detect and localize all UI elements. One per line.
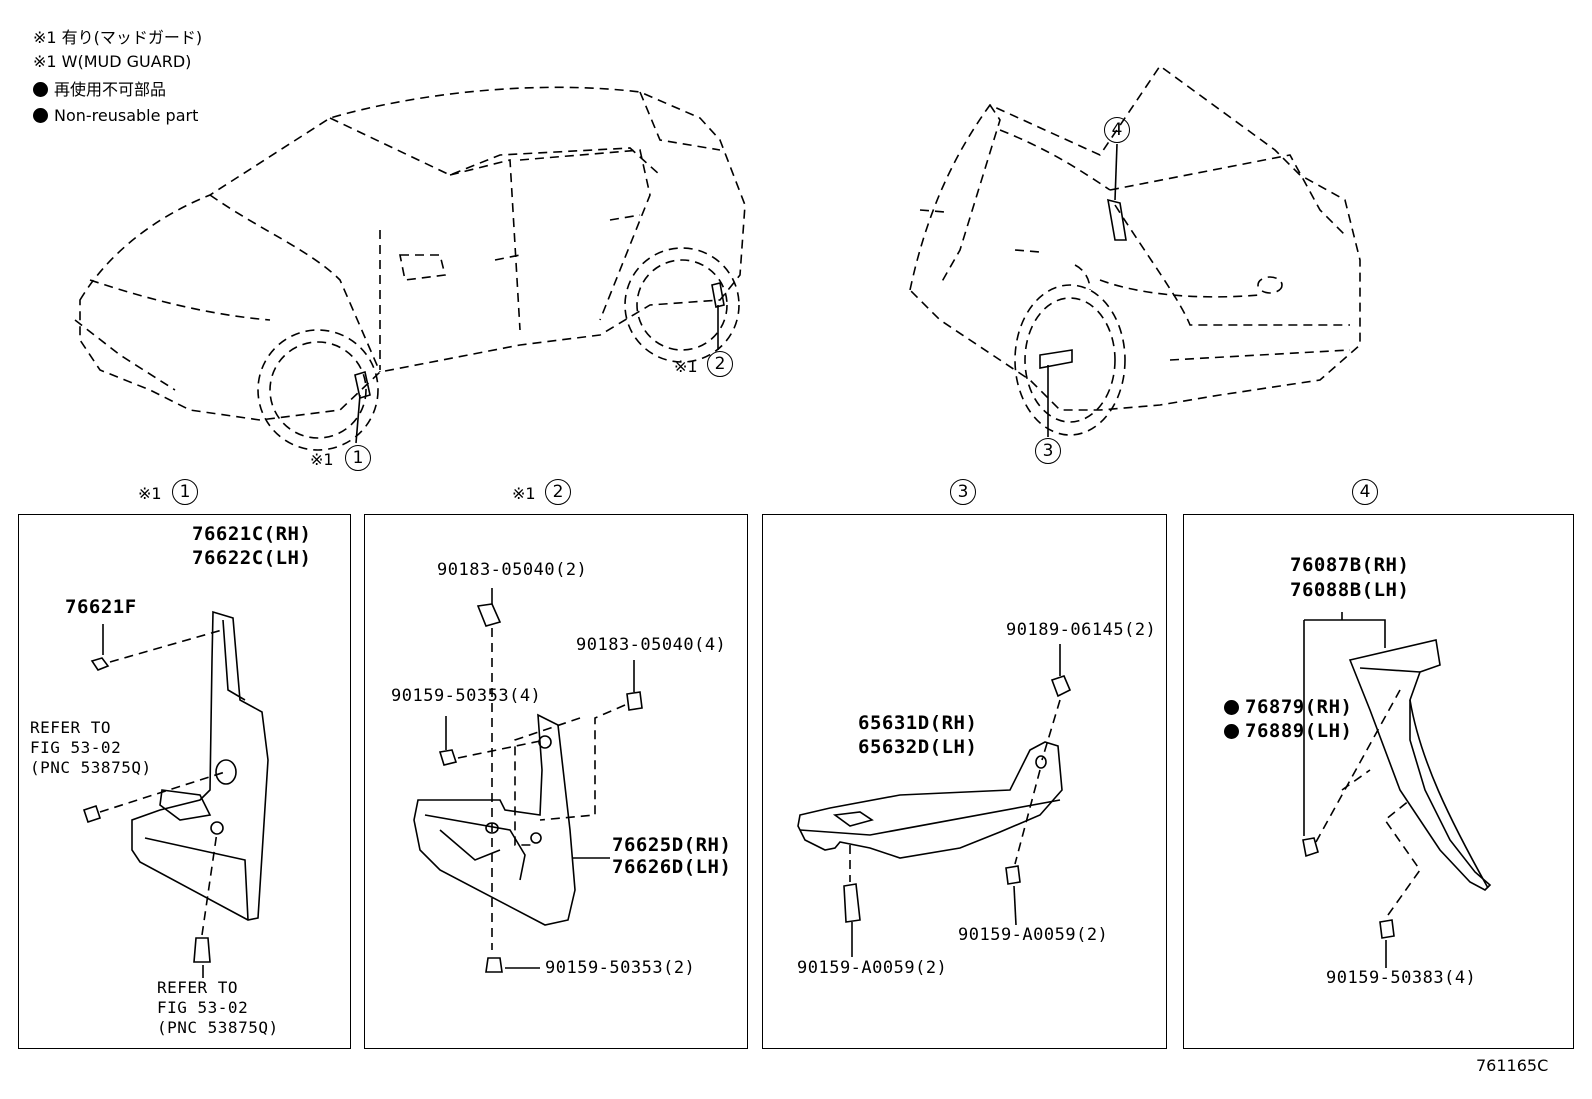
p4-clip-lh: 76889(LH) — [1224, 722, 1352, 741]
panel3-linework — [797, 644, 1072, 957]
p3-part-rh: 65631D(RH) — [858, 712, 978, 734]
figure-code: 761165C — [1476, 1056, 1549, 1075]
panel4-linework — [1302, 612, 1492, 968]
panel2-header-circle: 2 — [545, 479, 571, 505]
panel3-header-circle: 3 — [950, 479, 976, 505]
front-car-illustration — [74, 86, 746, 451]
callout-circle-2: 2 — [707, 351, 733, 377]
filled-dot-icon — [33, 108, 48, 123]
p1-refer-bottom: REFER TO FIG 53-02 (PNC 53875Q) — [157, 978, 279, 1037]
panel4-header-circle: 4 — [1352, 479, 1378, 505]
p4-clip-rh: 76879(RH) — [1224, 698, 1352, 717]
panel1-header-mark: ※1 — [138, 484, 162, 503]
filled-dot-icon — [1224, 724, 1239, 739]
callout-mark-mid: ※1 — [674, 357, 698, 376]
p2-clip-top: 90183-05040(2) — [437, 560, 588, 580]
p3-nut: 90189-06145(2) — [1006, 620, 1157, 640]
panel1-linework — [82, 610, 269, 978]
callout-circle-1: 1 — [345, 445, 371, 471]
legend-nonreusable-en: Non-reusable part — [33, 108, 198, 124]
p2-screw-bottom: 90159-50353(2) — [545, 958, 696, 978]
callout-circle-3: 3 — [1035, 438, 1061, 464]
panel-2-rear-mudguard — [364, 514, 748, 1049]
p3-part-lh: 65632D(LH) — [858, 736, 978, 758]
p3-bolt-left: 90159-A0059(2) — [797, 958, 948, 978]
p2-clip-right: 90183-05040(4) — [576, 635, 727, 655]
note-mudguard-en: ※1 W(MUD GUARD) — [33, 52, 192, 71]
legend-nonreusable-jp: 再使用不可部品 — [33, 82, 166, 98]
rear-car-illustration — [909, 64, 1361, 437]
p1-part-rh: 76621C(RH) — [192, 523, 312, 545]
p2-part-lh: 76626D(LH) — [612, 856, 732, 878]
p2-screw-top: 90159-50353(4) — [391, 686, 542, 706]
p1-refer-top: REFER TO FIG 53-02 (PNC 53875Q) — [30, 718, 152, 777]
p4-part-lh: 76088B(LH) — [1290, 579, 1410, 601]
callout-circle-4: 4 — [1104, 117, 1130, 143]
callout-mark-front: ※1 — [310, 450, 334, 469]
panel-4-spoiler — [1183, 514, 1574, 1049]
note-mudguard-jp: ※1 有り(マッドガード) — [33, 28, 203, 47]
filled-dot-icon — [33, 82, 48, 97]
panel2-header-mark: ※1 — [512, 484, 536, 503]
p3-bolt-right: 90159-A0059(2) — [958, 925, 1109, 945]
panel-1-front-mudguard — [18, 514, 351, 1049]
panel1-header-circle: 1 — [172, 479, 198, 505]
filled-dot-icon — [1224, 700, 1239, 715]
p2-part-rh: 76625D(RH) — [612, 834, 732, 856]
p1-part-lh: 76622C(LH) — [192, 547, 312, 569]
panel2-linework — [413, 588, 643, 973]
p1-screw-part: 76621F — [65, 596, 137, 618]
p4-screw: 90159-50383(4) — [1326, 968, 1477, 988]
p4-part-rh: 76087B(RH) — [1290, 554, 1410, 576]
panel-3-bracket — [762, 514, 1167, 1049]
